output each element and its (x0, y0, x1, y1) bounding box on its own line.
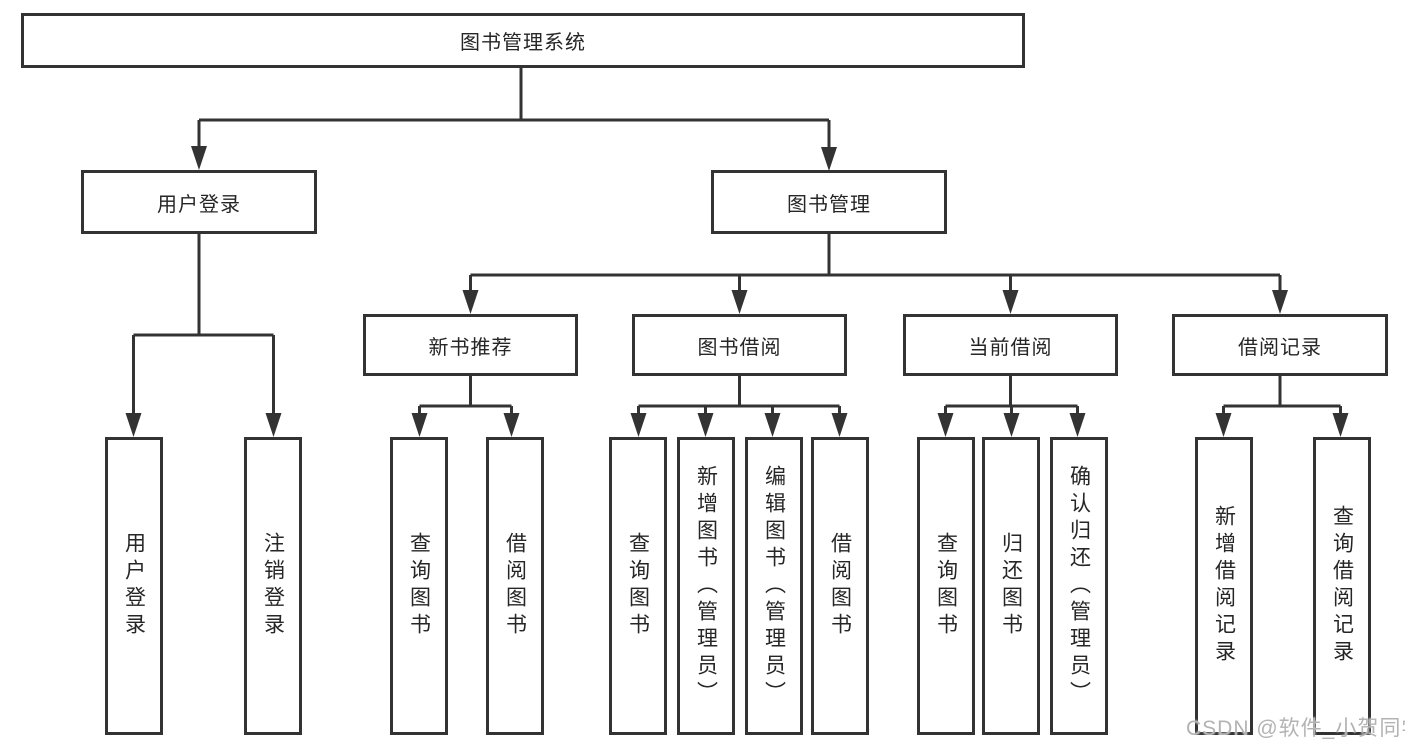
node-book-management-label: 图书管理 (787, 193, 871, 216)
leaf-edit-books-admin: 编辑图书（管理员） (745, 437, 803, 735)
arrow-down-icon (1215, 413, 1232, 437)
node-root-label: 图书管理系统 (460, 32, 586, 54)
leaf-user-login-label: 用户登录 (122, 532, 146, 640)
node-borrowing-records: 借阅记录 (1172, 314, 1388, 376)
leaf-query-borrow-record-label: 查询借阅记录 (1330, 505, 1354, 667)
arrow-down-icon (462, 290, 479, 314)
leaf-user-login: 用户登录 (105, 437, 163, 735)
leaf-query-books-borrowing-label: 查询图书 (626, 532, 650, 640)
arrowhead-icons (125, 146, 1349, 437)
leaf-borrow-books-borrowing: 借阅图书 (811, 437, 869, 735)
node-user-login: 用户登录 (81, 170, 317, 234)
leaf-query-books-recommend: 查询图书 (390, 437, 448, 735)
leaf-logout: 注销登录 (244, 437, 302, 735)
arrow-down-icon (191, 146, 207, 170)
leaf-confirm-return-admin-label: 确认归还（管理员） (1067, 464, 1091, 708)
arrow-down-icon (265, 413, 282, 437)
node-new-book-recommend-label: 新书推荐 (428, 336, 513, 359)
arrow-down-icon (503, 413, 520, 437)
leaf-borrow-books-borrowing-label: 借阅图书 (828, 532, 852, 640)
node-root: 图书管理系统 (21, 13, 1025, 68)
arrow-down-icon (1272, 290, 1288, 314)
leaf-query-books-recommend-label: 查询图书 (407, 532, 431, 640)
connector-borrowing-records-to-leaves (1222, 376, 1342, 417)
node-book-management: 图书管理 (711, 170, 947, 234)
leaf-edit-books-admin-label: 编辑图书（管理员） (762, 464, 786, 708)
arrow-down-icon (1332, 413, 1349, 437)
arrow-down-icon (1002, 290, 1019, 314)
leaf-borrow-books-recommend-label: 借阅图书 (503, 532, 527, 640)
node-user-login-label: 用户登录 (157, 193, 241, 216)
leaf-query-books-borrowing: 查询图书 (609, 437, 667, 735)
arrow-down-icon (697, 413, 714, 437)
leaf-borrow-books-recommend: 借阅图书 (486, 437, 544, 735)
arrow-down-icon (821, 147, 837, 171)
leaf-query-books-current: 查询图书 (917, 437, 975, 735)
connector-book-management-to-level2 (469, 234, 1282, 294)
node-current-borrowing-label: 当前借阅 (968, 336, 1053, 359)
node-current-borrowing: 当前借阅 (903, 314, 1118, 376)
connector-root-to-level1 (197, 68, 831, 150)
leaf-return-books-label: 归还图书 (999, 532, 1023, 640)
leaf-add-books-admin-label: 新增图书（管理员） (694, 464, 718, 708)
connector-book-borrowing-to-leaves (637, 376, 841, 417)
leaf-return-books: 归还图书 (982, 437, 1040, 735)
connector-new-book-recommend-to-leaves (418, 376, 513, 417)
arrow-down-icon (764, 413, 781, 437)
arrow-down-icon (937, 413, 954, 437)
leaf-query-borrow-record: 查询借阅记录 (1313, 437, 1371, 735)
connector-user-login-to-leaves (132, 234, 275, 417)
leaf-logout-label: 注销登录 (261, 532, 285, 640)
watermark: CSDN @软件_小贺同学 (1186, 717, 1405, 740)
node-borrowing-records-label: 借阅记录 (1238, 336, 1322, 359)
leaf-add-borrow-record-label: 新增借阅记录 (1212, 505, 1236, 667)
leaf-query-books-current-label: 查询图书 (934, 532, 958, 640)
node-book-borrowing-label: 图书借阅 (697, 336, 782, 359)
leaf-add-books-admin: 新增图书（管理员） (677, 437, 735, 735)
arrow-down-icon (630, 413, 647, 437)
arrow-down-icon (411, 413, 428, 437)
leaf-confirm-return-admin: 确认归还（管理员） (1050, 437, 1108, 735)
arrow-down-icon (125, 413, 142, 437)
leaf-add-borrow-record: 新增借阅记录 (1195, 437, 1253, 735)
arrow-down-icon (731, 290, 748, 314)
node-new-book-recommend: 新书推荐 (363, 314, 578, 376)
arrow-down-icon (831, 413, 848, 437)
arrow-down-icon (1069, 413, 1086, 437)
connector-current-borrowing-to-leaves (944, 376, 1079, 417)
arrow-down-icon (1003, 413, 1020, 437)
node-book-borrowing: 图书借阅 (632, 314, 847, 376)
